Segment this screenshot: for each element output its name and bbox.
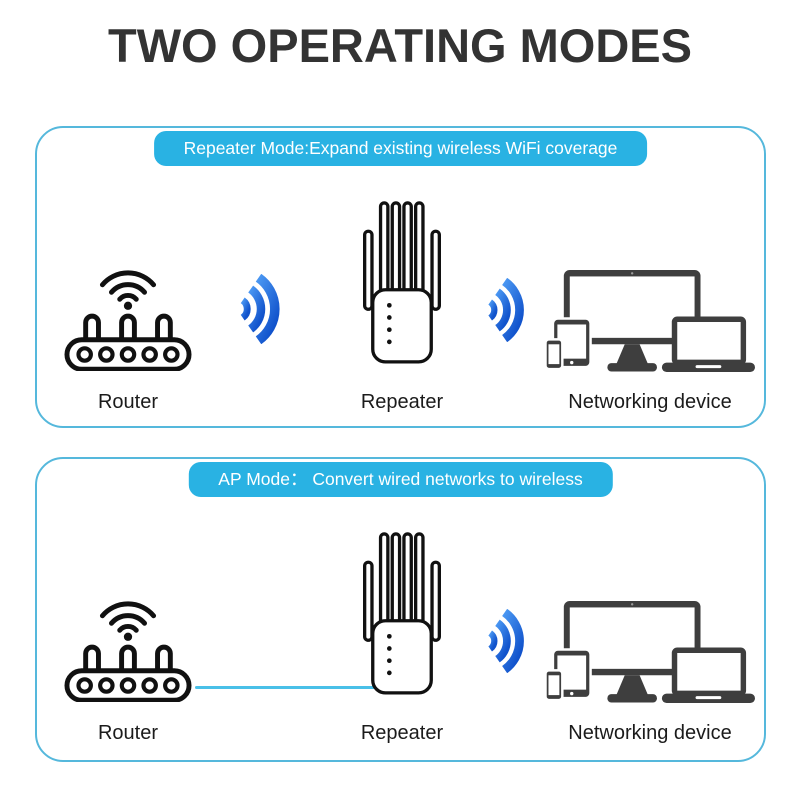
repeater-icon xyxy=(363,201,441,365)
router-icon xyxy=(64,590,192,703)
panel-ap-mode: AP Mode： Convert wired networks to wirel… xyxy=(35,457,766,762)
repeater-mode-header-badge: Repeater Mode:Expand existing wireless W… xyxy=(153,131,648,166)
camera-dot xyxy=(630,272,634,275)
devices-cluster-icon xyxy=(545,601,755,704)
repeater-label: Repeater xyxy=(360,391,444,413)
repeater-led-dots xyxy=(386,633,392,676)
repeater-label: Repeater xyxy=(360,722,444,744)
ap-mode-header-badge: AP Mode： Convert wired networks to wirel… xyxy=(188,462,613,497)
panel-repeater-mode: Repeater Mode:Expand existing wireless W… xyxy=(35,126,766,428)
networking-device-label: Networking device xyxy=(568,722,732,744)
repeater-icon xyxy=(363,532,441,696)
monitor-stand xyxy=(616,344,649,365)
page-title: TWO OPERATING MODES xyxy=(107,19,692,72)
repeater-led-dots xyxy=(386,302,392,345)
ethernet-wire-line xyxy=(195,686,375,689)
monitor-stand xyxy=(616,675,649,696)
networking-device-label: Networking device xyxy=(568,391,732,413)
wifi-dot xyxy=(123,301,133,310)
devices-cluster-icon xyxy=(545,270,755,373)
router-icon xyxy=(64,259,192,372)
wifi-signal-icon xyxy=(477,278,535,342)
router-label: Router xyxy=(97,391,159,413)
camera-dot xyxy=(630,603,634,606)
router-label: Router xyxy=(97,722,159,744)
wifi-signal-icon xyxy=(477,609,535,673)
wifi-dot xyxy=(123,632,133,641)
wifi-signal-icon xyxy=(229,274,291,344)
